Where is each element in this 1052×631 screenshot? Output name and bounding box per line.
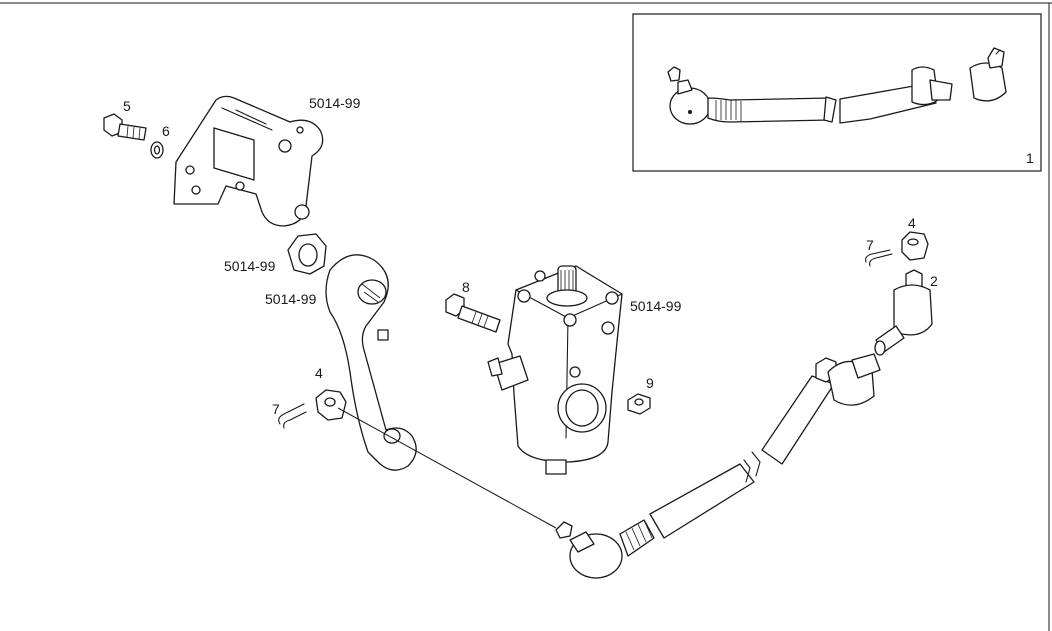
label-bolt-bracket: 5: [123, 98, 131, 114]
inset-box: [632, 13, 1042, 172]
cotter-pin-left: [278, 403, 307, 429]
label-nut-box: 9: [646, 375, 654, 391]
label-ref-bracket: 5014-99: [309, 95, 361, 111]
large-nut: [287, 233, 327, 275]
bolt-5: [103, 113, 147, 141]
cotter-pin-right: [865, 249, 893, 267]
nut-9: [627, 393, 651, 415]
inset-tie-rod-assembly: [667, 47, 1007, 125]
label-washer: 6: [162, 123, 170, 139]
label-bolt-box: 8: [462, 279, 470, 295]
label-cotter-pin-right: 7: [866, 237, 874, 253]
steering-gear-box: [487, 265, 623, 475]
label-tie-rod-end: 2: [930, 273, 938, 289]
label-ref-arm: 5014-99: [265, 291, 317, 307]
castle-nut-right: [901, 231, 929, 261]
label-inset-part: 1: [1026, 150, 1034, 166]
label-ref-box: 5014-99: [630, 298, 682, 314]
pitman-arm: [325, 254, 417, 471]
label-ref-nut: 5014-99: [224, 258, 276, 274]
bolt-8: [445, 293, 501, 333]
assembly-leader-line: [337, 407, 557, 529]
tie-rod-end-2: [874, 269, 933, 356]
label-castle-nut-left: 4: [315, 365, 323, 381]
label-castle-nut-right: 4: [908, 215, 916, 231]
mounting-bracket: [173, 95, 324, 227]
castle-nut-left: [315, 389, 347, 421]
label-cotter-pin-left: 7: [272, 401, 280, 417]
main-tie-rod: [555, 353, 881, 579]
